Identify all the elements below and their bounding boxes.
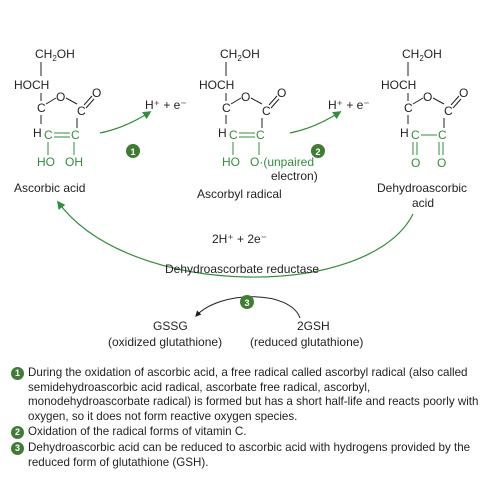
svg-text:O: O — [92, 86, 101, 100]
ascorbic-acid-structure: CH2OH HOCH C O C O H C C HO OH Ascorbic … — [14, 47, 101, 195]
step3-reactants: 2H⁺ + 2e⁻ — [212, 232, 267, 246]
gssg-label: GSSG — [153, 319, 188, 333]
svg-text:CH2OH: CH2OH — [35, 47, 75, 63]
svg-text:C: C — [262, 104, 271, 118]
gsh-label: 2GSH — [297, 319, 330, 333]
footnotes: 1 During the oxidation of ascorbic acid,… — [8, 366, 490, 471]
step3-badge: 3 — [240, 295, 254, 309]
step1-badge: 1 — [126, 144, 140, 158]
glutathione-arc — [195, 296, 301, 319]
step2-product: H⁺ + e⁻ — [328, 98, 370, 112]
ascorbyl-radical-structure: CH2OH HOCH C O C O H C C HO O·(unpaired … — [197, 47, 318, 201]
gssg-description: (oxidized glutathione) — [108, 335, 222, 349]
ascorbyl-radical-label: Ascorbyl radical — [197, 187, 282, 201]
step2-arrow — [289, 111, 342, 134]
ascorbic-acid-label: Ascorbic acid — [14, 181, 85, 195]
svg-text:HO: HO — [37, 155, 55, 169]
svg-text:CH2OH: CH2OH — [220, 47, 260, 63]
svg-text:C: C — [229, 128, 238, 142]
svg-text:O: O — [459, 86, 468, 100]
enzyme-label: Dehydroascorbate reductase — [165, 262, 319, 276]
svg-text:1: 1 — [130, 147, 135, 157]
svg-text:C: C — [71, 128, 80, 142]
svg-text:3: 3 — [244, 298, 249, 308]
svg-text:C: C — [222, 101, 231, 115]
svg-text:HOCH: HOCH — [199, 78, 234, 92]
svg-text:H: H — [33, 126, 42, 140]
svg-text:acid: acid — [412, 196, 434, 210]
footnote-text-3: Dehydroascorbic acid can be reduced to a… — [28, 440, 471, 469]
step1-product: H⁺ + e⁻ — [145, 98, 187, 112]
svg-text:CH2OH: CH2OH — [402, 47, 442, 63]
footnote-badge-2: 2 — [11, 426, 24, 440]
svg-text:C: C — [77, 104, 86, 118]
footnote-3: 3 Dehydroascorbic acid can be reduced to… — [8, 441, 490, 470]
svg-text:C: C — [438, 128, 447, 142]
dehydroascorbic-acid-label: Dehydroascorbic — [377, 181, 467, 195]
svg-text:O: O — [56, 90, 65, 104]
footnote-text-1: During the oxidation of ascorbic acid, a… — [28, 366, 479, 423]
svg-text:C: C — [411, 128, 420, 142]
step1-arrow — [99, 111, 152, 134]
svg-text:C: C — [444, 104, 453, 118]
footnote-text-2: Oxidation of the radical forms of vitami… — [28, 425, 247, 439]
svg-text:C: C — [44, 128, 53, 142]
step2-badge: 2 — [311, 144, 325, 158]
svg-text:H: H — [218, 126, 227, 140]
footnote-2: 2 Oxidation of the radical forms of vita… — [8, 425, 490, 440]
regeneration-arc — [57, 200, 414, 278]
svg-text:C: C — [37, 101, 46, 115]
svg-text:HOCH: HOCH — [381, 78, 416, 92]
svg-text:electron): electron) — [271, 169, 318, 183]
svg-text:O·(unpaired: O·(unpaired — [250, 155, 314, 169]
footnote-badge-3: 3 — [11, 441, 24, 455]
svg-text:O: O — [411, 156, 420, 170]
svg-text:O: O — [277, 86, 286, 100]
svg-text:O: O — [423, 90, 432, 104]
footnote-1: 1 During the oxidation of ascorbic acid,… — [8, 366, 490, 424]
svg-text:2: 2 — [315, 147, 320, 157]
svg-text:O: O — [241, 90, 250, 104]
dehydroascorbic-acid-structure: CH2OH HOCH C O C O H C C O O Dehydroasco… — [377, 47, 468, 210]
svg-text:C: C — [256, 128, 265, 142]
svg-text:HO: HO — [222, 155, 240, 169]
svg-text:HOCH: HOCH — [14, 78, 49, 92]
svg-text:C: C — [404, 101, 413, 115]
ascorbic-acid-oxidation-diagram: CH2OH HOCH C O C O H C C HO OH Ascorbic … — [14, 47, 468, 349]
svg-text:H: H — [400, 126, 409, 140]
svg-text:OH: OH — [65, 155, 83, 169]
footnote-badge-1: 1 — [11, 367, 24, 380]
svg-text:O: O — [437, 156, 446, 170]
gsh-description: (reduced glutathione) — [250, 335, 363, 349]
